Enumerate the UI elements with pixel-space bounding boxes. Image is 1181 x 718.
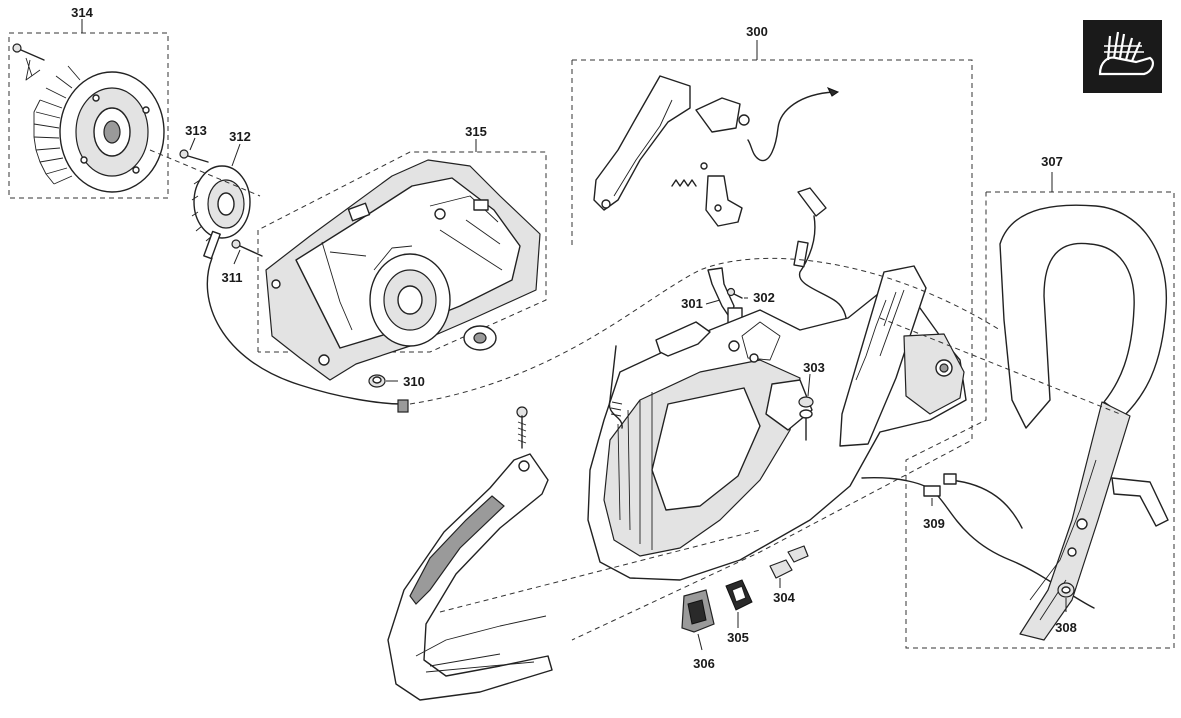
collar-nut-308 xyxy=(1057,582,1075,612)
spring-303 xyxy=(798,373,814,441)
label-310: 310 xyxy=(403,374,425,389)
label-309: 309 xyxy=(923,516,945,531)
label-313: 313 xyxy=(185,123,207,138)
label-305: 305 xyxy=(727,630,749,645)
label-303: 303 xyxy=(803,360,825,375)
guard-screw xyxy=(516,406,528,449)
switch-305 xyxy=(725,579,753,628)
label-301: 301 xyxy=(681,296,703,311)
group-box-315 xyxy=(257,139,547,353)
fan-screw xyxy=(12,43,45,81)
saw-glove-icon xyxy=(1083,20,1162,93)
label-314: 314 xyxy=(71,5,93,20)
switch-wire xyxy=(747,87,840,162)
label-306: 306 xyxy=(693,656,715,671)
label-302: 302 xyxy=(753,290,775,305)
fan-wheel xyxy=(33,65,165,193)
label-315: 315 xyxy=(465,124,487,139)
starter-pulley-312 xyxy=(191,143,251,242)
label-300: 300 xyxy=(746,24,768,39)
label-312: 312 xyxy=(229,129,251,144)
label-307: 307 xyxy=(1041,154,1063,169)
part-labels: 314 313 312 315 311 310 300 301 302 303 … xyxy=(71,5,1077,671)
switch-clip-304 xyxy=(769,545,809,588)
throttle-spring xyxy=(671,162,708,187)
front-hand-guard xyxy=(387,453,553,701)
alignment-lines xyxy=(149,149,1121,613)
front-handle xyxy=(999,204,1169,641)
return-spring xyxy=(608,345,623,429)
rear-housing xyxy=(587,265,967,581)
crankcase-housing xyxy=(265,159,541,381)
switch-cover-306 xyxy=(681,589,715,651)
linkage-rod-301 xyxy=(705,267,743,327)
group-box-314 xyxy=(8,19,169,199)
label-308: 308 xyxy=(1055,620,1077,635)
trigger-lever xyxy=(593,75,691,211)
group-box-300 xyxy=(571,40,973,641)
grommet-310 xyxy=(368,374,398,388)
starter-cord xyxy=(203,230,409,413)
screw-313 xyxy=(179,137,209,163)
screw-302 xyxy=(726,287,748,299)
label-311: 311 xyxy=(222,270,243,285)
throttle-linkage xyxy=(695,97,750,227)
group-box-307 xyxy=(905,172,1175,649)
label-304: 304 xyxy=(773,590,795,605)
screw-311 xyxy=(231,239,263,265)
